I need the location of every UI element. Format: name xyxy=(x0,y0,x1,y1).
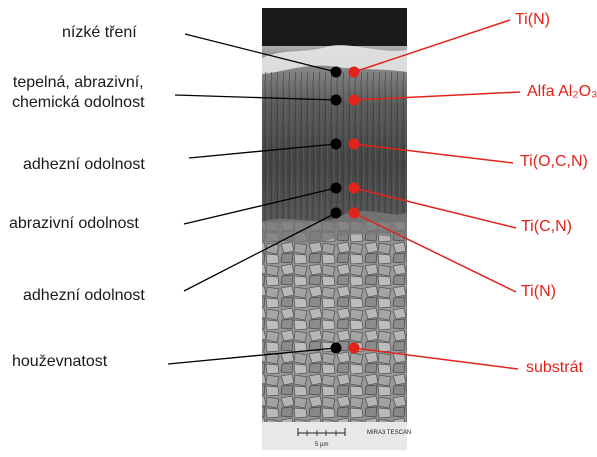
right-label-tin-bottom: Ti(N) xyxy=(521,282,556,302)
left-label-toughness: houževnatost xyxy=(12,352,107,372)
right-marker-dot xyxy=(349,208,360,219)
left-marker-dot xyxy=(331,95,342,106)
left-marker-dot xyxy=(331,139,342,150)
sem-footer-bar xyxy=(262,422,407,450)
scale-bar-label: 5 µm xyxy=(315,442,328,448)
right-label-ticn: Ti(C,N) xyxy=(521,217,572,237)
left-marker-dot xyxy=(331,67,342,78)
sem-top-dark xyxy=(262,8,407,46)
left-label-adhesion-2: adhezní odolnost xyxy=(23,286,145,306)
right-label-tin-top: Ti(N) xyxy=(515,10,550,30)
right-marker-dot xyxy=(349,95,360,106)
sem-brand-label: MIRA3 TESCAN xyxy=(367,430,411,436)
right-label-substrate: substrát xyxy=(526,358,583,378)
right-marker-dot xyxy=(349,139,360,150)
left-label-low-friction: nízké tření xyxy=(62,23,137,43)
left-label-abrasion: abrazivní odolnost xyxy=(9,214,139,234)
right-label-alumina: Alfa Al₂O₃ xyxy=(527,82,597,102)
right-label-ticon: Ti(O,C,N) xyxy=(520,152,588,172)
left-marker-dot xyxy=(331,343,342,354)
left-label-adhesion-1: adhezní odolnost xyxy=(23,155,145,175)
right-marker-dot xyxy=(349,183,360,194)
left-marker-dot xyxy=(331,183,342,194)
sem-substrate-grains xyxy=(262,222,407,422)
left-marker-dot xyxy=(331,208,342,219)
left-label-thermal-resistance: tepelná, abrazivní, chemická odolnost xyxy=(12,73,145,113)
right-marker-dot xyxy=(349,67,360,78)
right-marker-dot xyxy=(349,343,360,354)
